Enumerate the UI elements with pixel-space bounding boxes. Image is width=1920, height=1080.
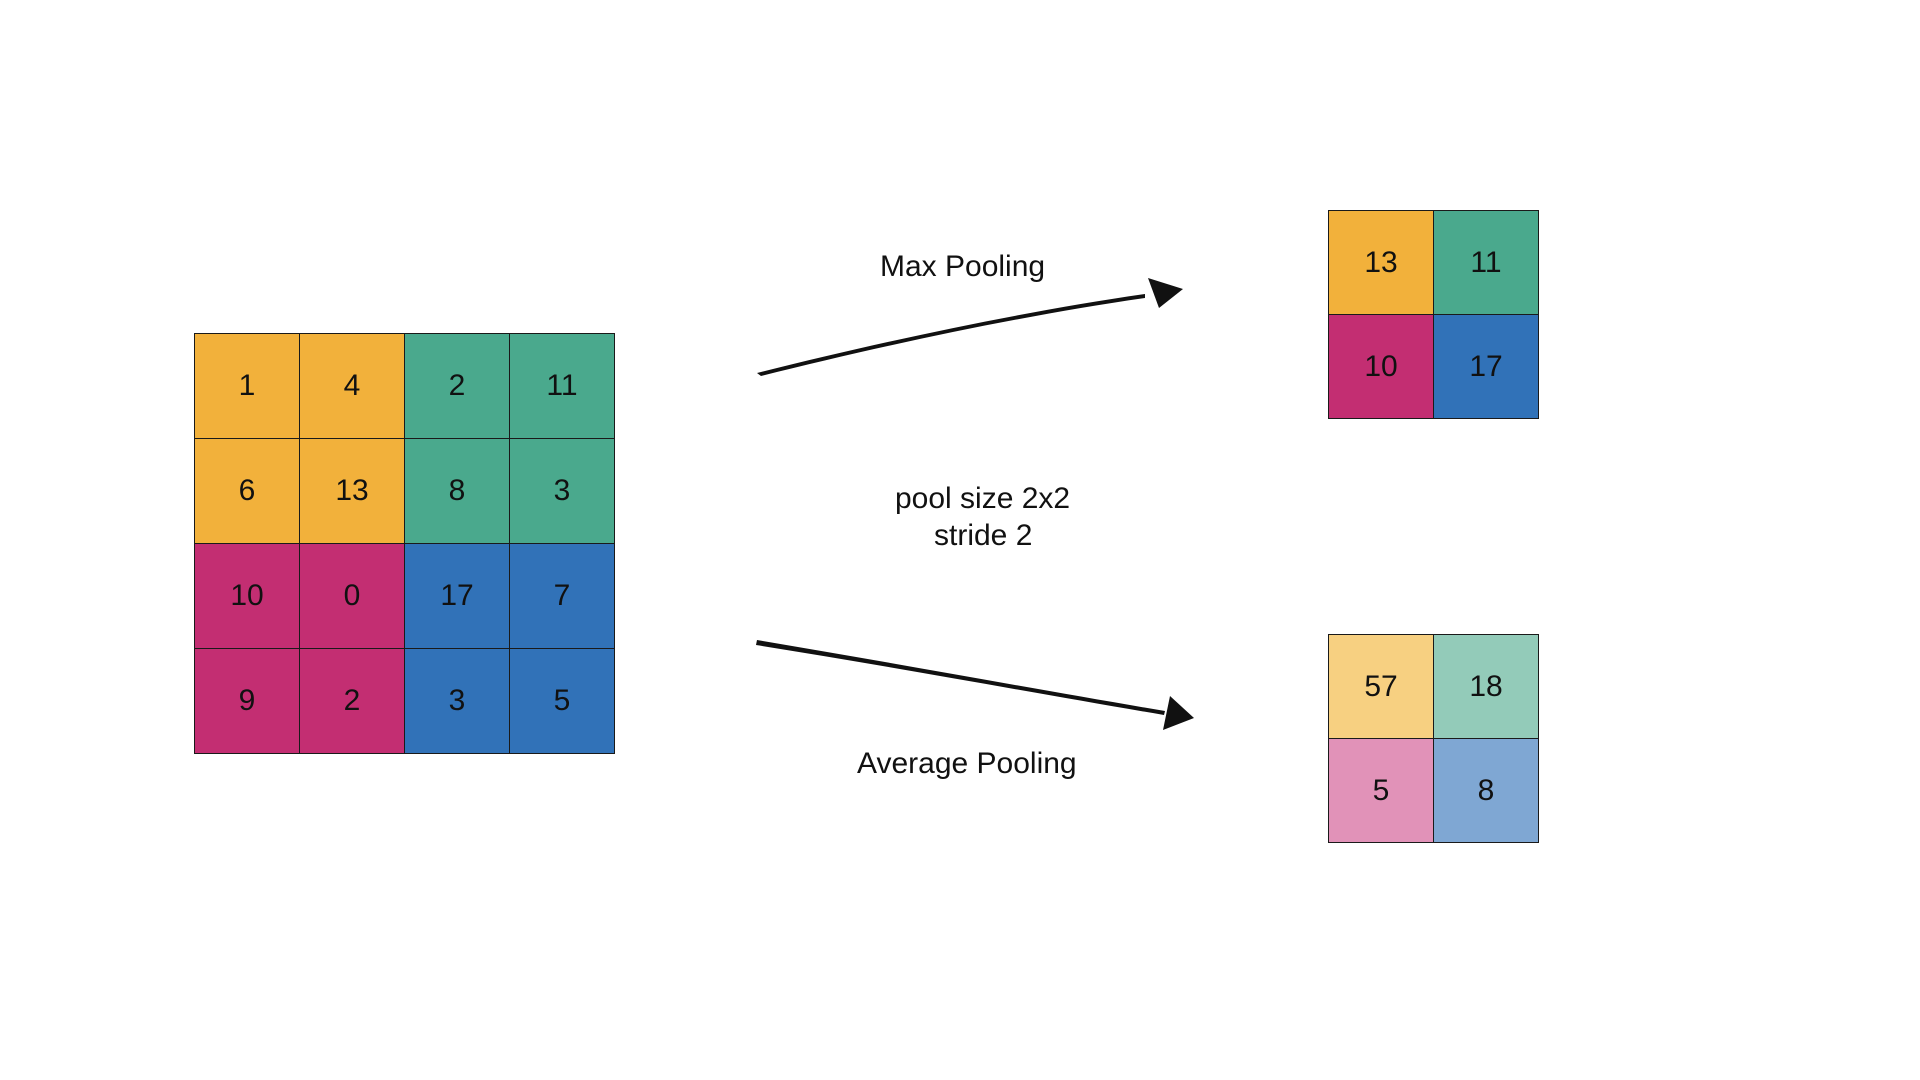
max-output-cell: 13 (1329, 211, 1434, 315)
input-cell: 3 (510, 439, 615, 544)
input-cell: 8 (405, 439, 510, 544)
input-cell: 11 (510, 334, 615, 439)
input-cell: 2 (300, 649, 405, 754)
avg-output-cell: 5 (1329, 739, 1434, 843)
input-cell: 10 (195, 544, 300, 649)
avg-output-cell: 8 (1434, 739, 1539, 843)
input-cell: 2 (405, 334, 510, 439)
input-cell: 4 (300, 334, 405, 439)
stride-label: stride 2 (934, 519, 1033, 552)
input-cell: 3 (405, 649, 510, 754)
avg-output-cell: 18 (1434, 635, 1539, 739)
max-pooling-output-grid: 13 11 10 17 (1328, 210, 1539, 419)
input-cell: 0 (300, 544, 405, 649)
average-pooling-arrow-icon (756, 640, 1194, 730)
average-pooling-label: Average Pooling (857, 747, 1077, 780)
avg-output-cell: 57 (1329, 635, 1434, 739)
input-cell: 5 (510, 649, 615, 754)
max-pooling-label: Max Pooling (880, 250, 1046, 283)
max-output-cell: 11 (1434, 211, 1539, 315)
average-pooling-output-grid: 57 18 5 8 (1328, 634, 1539, 843)
input-cell: 17 (405, 544, 510, 649)
max-output-cell: 17 (1434, 315, 1539, 419)
input-cell: 13 (300, 439, 405, 544)
input-grid: 1 4 2 11 6 13 8 3 10 0 17 7 9 2 3 5 (194, 333, 615, 754)
max-output-cell: 10 (1329, 315, 1434, 419)
input-cell: 6 (195, 439, 300, 544)
input-cell: 9 (195, 649, 300, 754)
pool-size-label: pool size 2x2 (895, 482, 1071, 515)
input-cell: 1 (195, 334, 300, 439)
input-cell: 7 (510, 544, 615, 649)
max-pooling-arrow-icon (757, 278, 1183, 376)
